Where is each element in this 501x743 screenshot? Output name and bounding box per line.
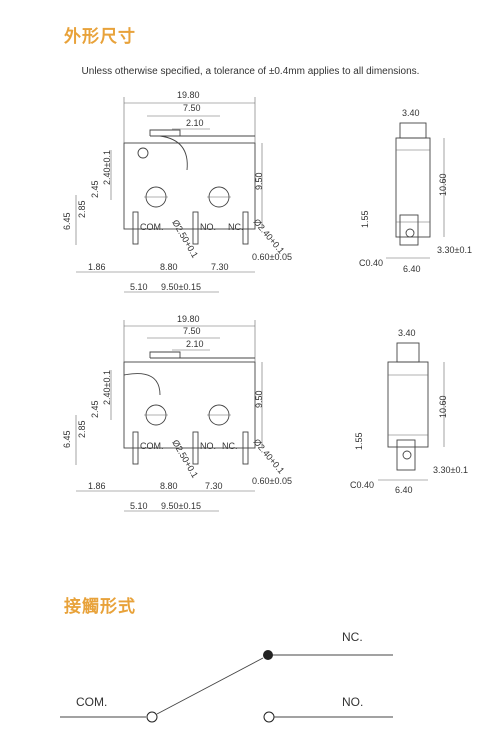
dim2-hole1: Ø2.50+0.1 <box>170 438 200 480</box>
side2-pin: 3.30±0.1 <box>433 465 468 475</box>
dim-h2: 2.45 <box>90 180 100 198</box>
dim2-b1: 1.86 <box>88 481 106 491</box>
dim-b1: 1.86 <box>88 262 106 272</box>
dim2-width: 19.80 <box>177 314 200 324</box>
pin-nc-label: NC. <box>228 222 244 232</box>
side-pin: 3.30±0.1 <box>437 245 472 255</box>
dim2-b6: 9.50±0.15 <box>161 501 201 511</box>
pin2-com-label: COM. <box>140 441 164 451</box>
dim-width: 19.80 <box>177 90 200 100</box>
dim-b6: 9.50±0.15 <box>161 282 201 292</box>
dim2-h3: 2.85 <box>77 420 87 438</box>
pin-com-label: COM. <box>140 222 164 232</box>
dim-h4: 6.45 <box>62 212 72 230</box>
side-c: C0.40 <box>359 258 383 268</box>
dim-hole2: Ø2.40+0.1 <box>251 217 286 256</box>
nc-label: NC. <box>342 630 363 644</box>
dim2-h2: 2.45 <box>90 400 100 418</box>
no-label: NO. <box>342 695 363 709</box>
dim2-lever2: 2.10 <box>186 339 204 349</box>
side2-w: 6.40 <box>395 485 413 495</box>
tolerance-note: Unless otherwise specified, a tolerance … <box>81 66 420 77</box>
side-height: 10.60 <box>438 173 448 196</box>
dim2-b2: 8.80 <box>160 481 178 491</box>
side2-c: C0.40 <box>350 480 374 490</box>
dim2-b5: 5.10 <box>130 501 148 511</box>
side-h: 1.55 <box>360 210 370 228</box>
no-terminal <box>263 711 275 723</box>
dim2-hole2: Ø2.40+0.1 <box>251 437 286 476</box>
dim2-lever: 7.50 <box>183 326 201 336</box>
pin2-no-label: NO. <box>200 441 216 451</box>
dim-b4: 0.60±0.05 <box>252 252 292 262</box>
dim-b2: 8.80 <box>160 262 178 272</box>
dim2-b4: 0.60±0.05 <box>252 476 292 486</box>
dim2-b3: 7.30 <box>205 481 223 491</box>
side2-height: 10.60 <box>438 395 448 418</box>
side2-top: 3.40 <box>398 328 416 338</box>
side-top: 3.40 <box>402 108 420 118</box>
contact-title: 接觸形式 <box>64 597 136 617</box>
dim-height: 9.50 <box>254 172 264 190</box>
com-terminal <box>146 711 158 723</box>
nc-terminal <box>263 650 273 660</box>
dim-hole1: Ø2.50+0.1 <box>170 218 200 260</box>
side-view-2: 3.40 10.60 1.55 C0.40 6.40 3.30±0.1 <box>350 328 468 495</box>
dim-b3: 7.30 <box>211 262 229 272</box>
pin-no-label: NO. <box>200 222 216 232</box>
dim2-h4: 6.45 <box>62 430 72 448</box>
dim-h1: 2.40±0.1 <box>102 150 112 185</box>
side-view-1: 3.40 10.60 1.55 C0.40 6.40 3.30±0.1 <box>359 108 472 274</box>
dim2-height: 9.50 <box>254 390 264 408</box>
dim-lever2: 2.10 <box>186 118 204 128</box>
side2-h: 1.55 <box>354 432 364 450</box>
com-label: COM. <box>76 695 107 709</box>
front-view-2: 19.80 7.50 2.10 9.50 2.40±0.1 2.45 2.85 … <box>62 314 292 512</box>
dim2-h1: 2.40±0.1 <box>102 370 112 405</box>
outline-title: 外形尺寸 <box>64 27 136 47</box>
dim-b5: 5.10 <box>130 282 148 292</box>
pin2-nc-label: NC. <box>222 441 238 451</box>
dim-h3: 2.85 <box>77 200 87 218</box>
contact-schematic: NC. NO. COM. <box>60 630 393 723</box>
switch-body <box>123 142 256 230</box>
dim-lever: 7.50 <box>183 103 201 113</box>
side-w: 6.40 <box>403 264 421 274</box>
front-view-1: 19.80 7.50 2.10 9.50 2.40±0.1 2.45 2.85 … <box>62 90 292 293</box>
